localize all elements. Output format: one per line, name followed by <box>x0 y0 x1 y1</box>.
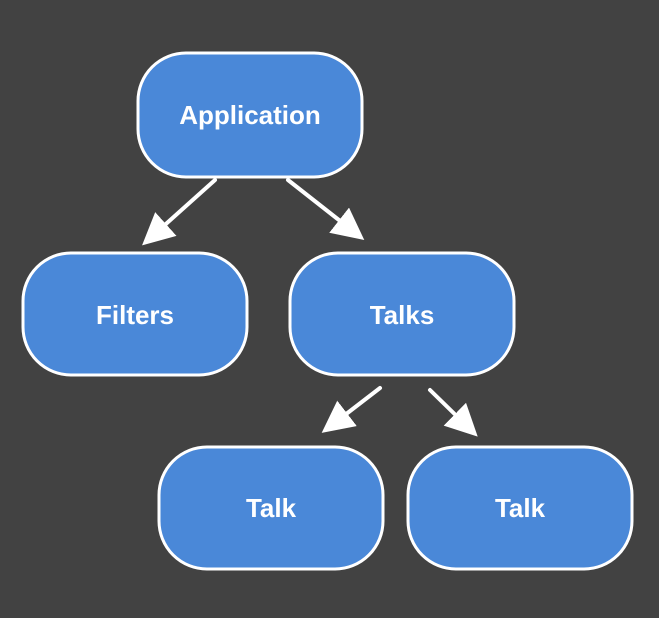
node-talks-label: Talks <box>370 300 435 330</box>
node-talk-2-label: Talk <box>495 493 546 523</box>
node-filters: Filters <box>21 251 249 377</box>
node-application: Application <box>136 51 364 179</box>
edge-application-to-filters <box>142 178 217 246</box>
edge-talks-to-talk-1 <box>321 386 382 433</box>
node-filters-label: Filters <box>96 300 174 330</box>
node-talk-1: Talk <box>157 445 385 571</box>
node-talk-2: Talk <box>406 445 634 571</box>
node-talk-1-label: Talk <box>246 493 297 523</box>
node-talks: Talks <box>288 251 516 377</box>
edge-application-to-talks <box>286 178 365 240</box>
edge-talks-to-talk-2 <box>428 388 478 437</box>
node-application-label: Application <box>179 100 321 130</box>
